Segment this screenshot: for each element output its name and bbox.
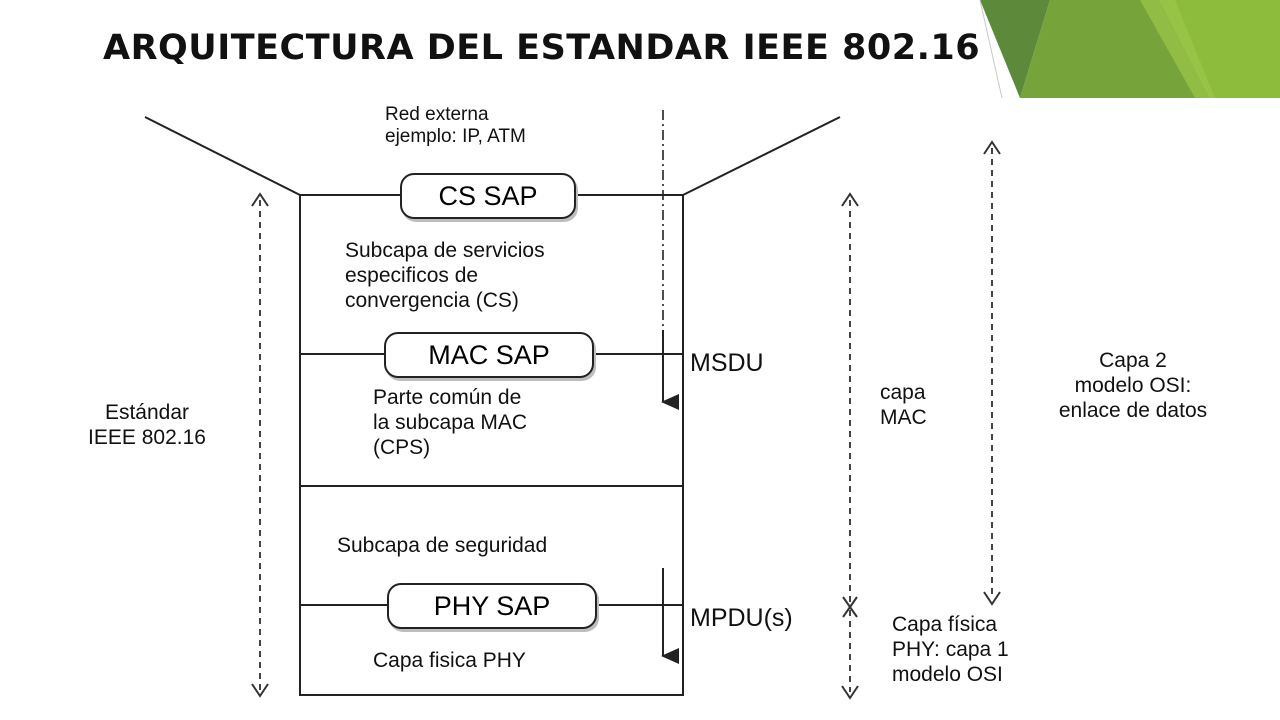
security-sublayer-label: Subcapa de seguridad — [337, 534, 548, 557]
decor-shape-dark — [980, 0, 1050, 98]
osi-arrow-bottom — [983, 591, 1001, 606]
mac-cps-label: Parte común de la subcapa MAC (CPS) — [373, 386, 528, 459]
cs-sap-box: CS SAP — [400, 173, 576, 219]
msdu-label: MSDU — [690, 349, 764, 377]
corner-decoration — [979, 0, 1280, 99]
osi-arrow-top — [983, 140, 1001, 155]
standard-arrow-top — [251, 192, 269, 207]
mac-arrow-top — [841, 192, 859, 207]
phy-layer-label: Capa fisica PHY — [373, 649, 526, 672]
phy-arrow-top — [842, 605, 858, 618]
decor-shape-light — [1160, 0, 1280, 98]
external-network-label: Red externa ejemplo: IP, ATM — [385, 104, 526, 147]
decor-shape-shade — [1140, 0, 1215, 98]
slide-title: ARQUITECTURA DEL ESTANDAR IEEE 802.16 — [103, 28, 981, 68]
funnel-right-line — [682, 116, 841, 196]
cs-sublayer-label: Subcapa de servicios especificos de conv… — [345, 239, 545, 312]
mac-sap-box: MAC SAP — [384, 332, 594, 378]
mpdu-label: MPDU(s) — [690, 604, 793, 632]
osi-layer2-label: Capa 2 modelo OSI: enlace de datos — [1058, 349, 1208, 422]
standard-arrow-bottom — [251, 683, 269, 698]
phy-arrow-bottom — [841, 685, 859, 700]
decor-thin-line — [979, 0, 1003, 99]
phy-sap-box: PHY SAP — [387, 583, 597, 629]
funnel-left-line — [144, 116, 301, 196]
mac-layer-label: capa MAC — [880, 381, 927, 429]
standard-label: Estándar IEEE 802.16 — [88, 401, 206, 449]
osi-layer1-label: Capa física PHY: capa 1 modelo OSI — [892, 613, 1009, 686]
